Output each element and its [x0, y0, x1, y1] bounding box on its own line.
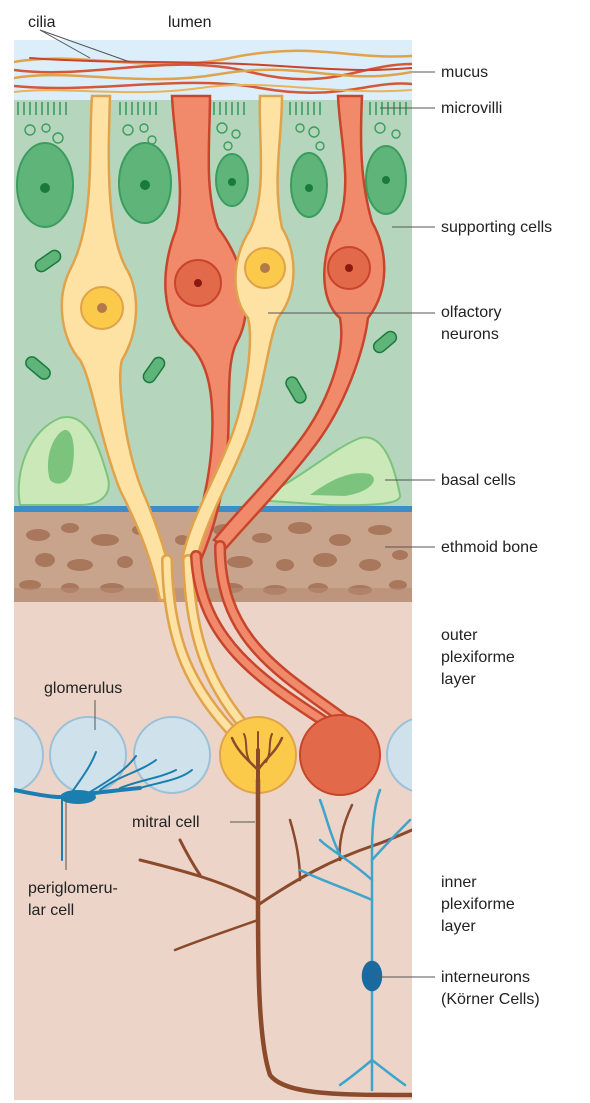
- label-ethmoid-bone: ethmoid bone: [441, 537, 538, 559]
- label-microvilli: microvilli: [441, 98, 502, 120]
- label-outer-plexiforme-layer: outer plexiforme layer: [441, 625, 515, 691]
- label-inner-plexiforme-layer: inner plexiforme layer: [441, 872, 515, 938]
- label-interneurons: interneurons (Körner Cells): [441, 967, 540, 1011]
- label-olfactory-neurons: olfactory neurons: [441, 302, 501, 346]
- label-cilia: cilia: [28, 12, 56, 34]
- label-glomerulus: glomerulus: [44, 678, 122, 700]
- label-supporting-cells: supporting cells: [441, 217, 552, 239]
- label-lumen: lumen: [168, 12, 212, 34]
- label-periglomerular-cell: periglomeru- lar cell: [28, 878, 118, 922]
- label-mucus: mucus: [441, 62, 488, 84]
- label-mitral-cell: mitral cell: [132, 812, 200, 834]
- label-basal-cells: basal cells: [441, 470, 516, 492]
